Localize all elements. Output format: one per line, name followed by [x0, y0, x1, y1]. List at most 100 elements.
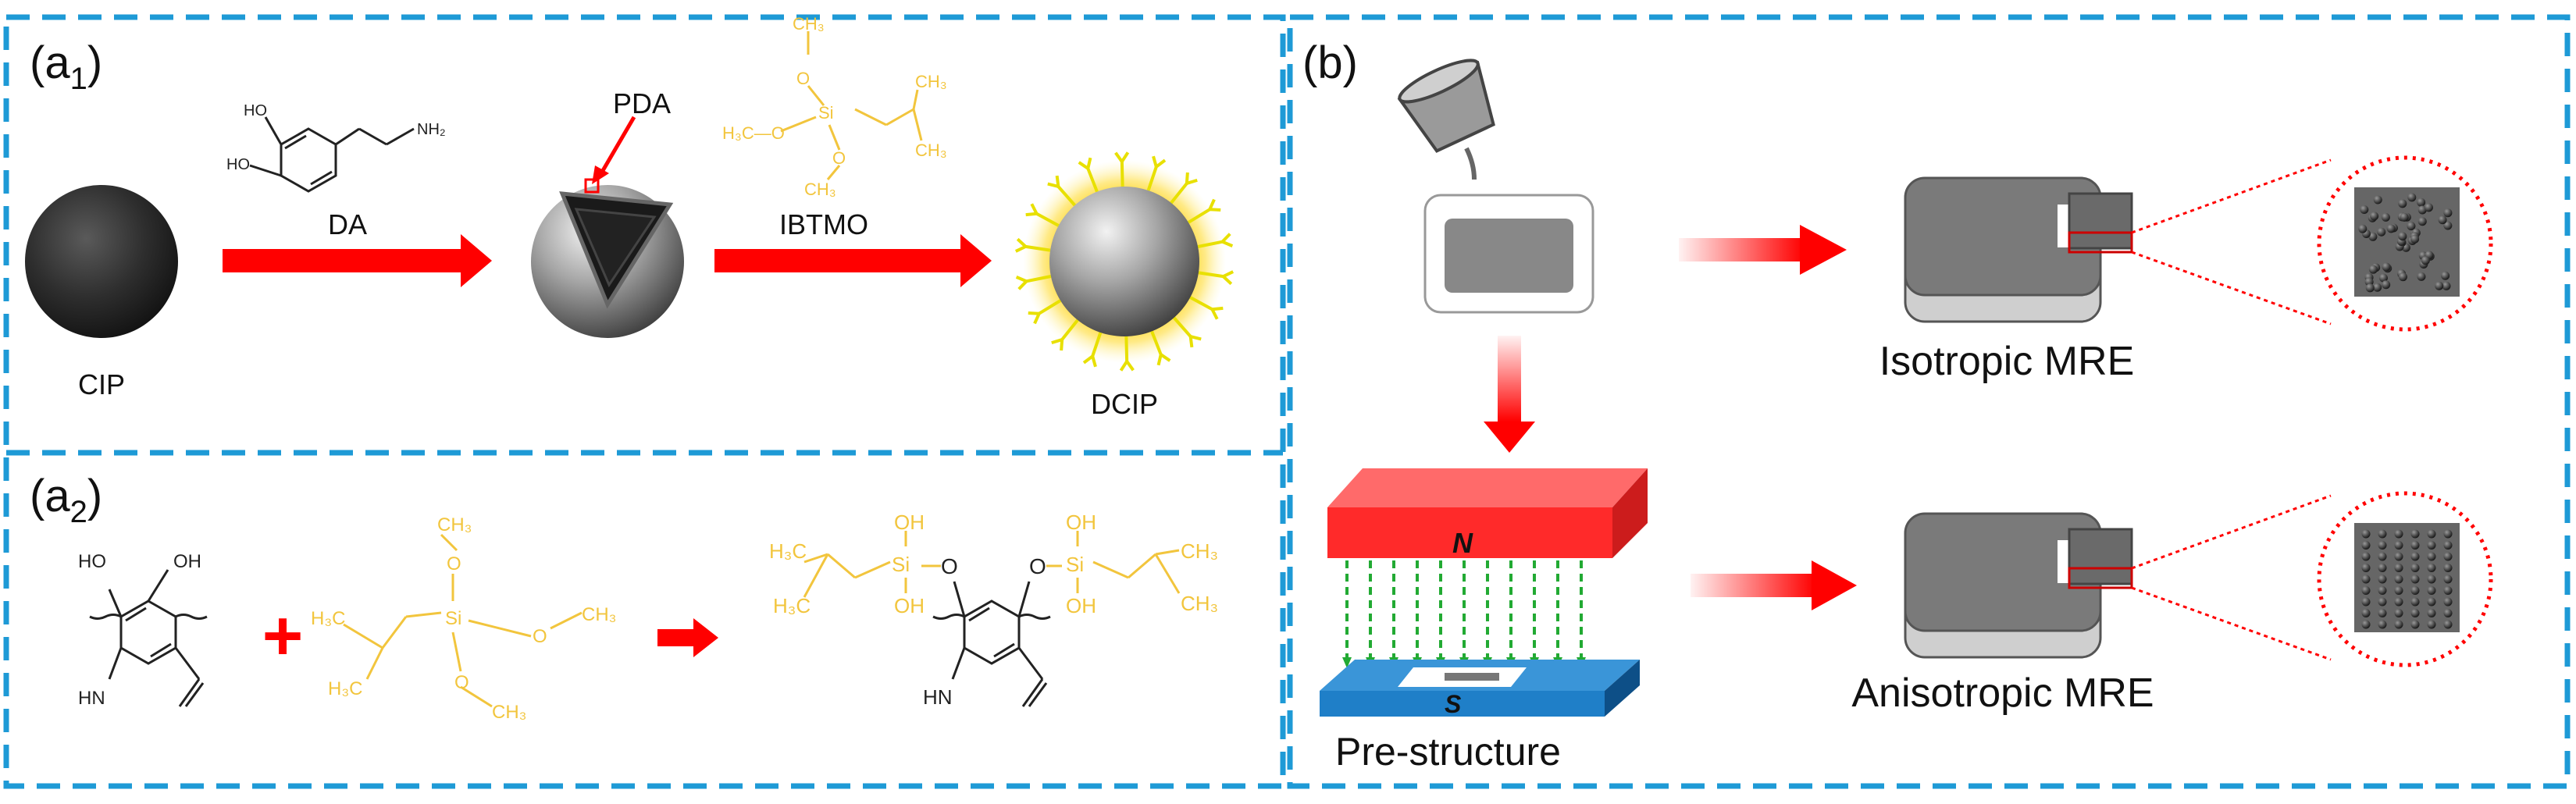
particle [2438, 215, 2447, 225]
particle [2378, 529, 2387, 539]
particle [2427, 552, 2436, 561]
particle [2443, 586, 2453, 595]
panel-a1-label: (a1) [30, 37, 102, 96]
particle [2427, 609, 2436, 617]
ligand [1146, 155, 1167, 191]
particle [2410, 541, 2420, 550]
particle [2435, 281, 2444, 290]
field-line [1459, 560, 1469, 668]
product-oh-d: OH [1066, 594, 1096, 617]
particle [2382, 262, 2391, 272]
pda-label: PDA [613, 87, 671, 119]
ligand [1187, 198, 1221, 224]
anisotropic-sample [1904, 512, 2133, 659]
beaker-icon [1397, 59, 1495, 153]
dopamine-structure [249, 116, 415, 193]
ligand [1051, 318, 1079, 351]
particle [2398, 272, 2407, 282]
field-lines [1342, 560, 1586, 668]
ligand [1114, 151, 1130, 187]
particle [2427, 586, 2436, 595]
plus-sign: + [262, 597, 304, 675]
ligand [1014, 237, 1051, 253]
particle [2378, 541, 2387, 550]
pda-unit-oh: OH [173, 551, 201, 572]
anisotropic-zoom-square [2354, 523, 2460, 632]
isotropic-particles [2358, 193, 2453, 293]
ibtmo-o-top: O [796, 69, 810, 88]
magnet-s: S [1320, 660, 1640, 718]
particle [2443, 541, 2453, 550]
panel-a2-label: (a2) [30, 471, 102, 529]
particle [2443, 564, 2453, 572]
particle [2443, 597, 2453, 607]
ligand [1119, 336, 1135, 372]
particle [2400, 212, 2409, 222]
ibtmo-structure [780, 31, 923, 180]
particle [2368, 232, 2378, 241]
da-nh2: NH₂ [417, 121, 446, 138]
particle [2410, 564, 2420, 572]
anisotropic-zoom-circle [2317, 491, 2493, 667]
particle [2368, 265, 2378, 274]
particle [2361, 529, 2371, 539]
product-ch3-2: CH₃ [1181, 592, 1218, 615]
silane-h3c: H₃C [311, 608, 345, 629]
particle [2427, 620, 2436, 629]
particle [2361, 620, 2371, 629]
pda-pointer [599, 116, 636, 175]
field-line [1506, 560, 1516, 668]
particle [2443, 620, 2453, 629]
cip-label: CIP [78, 368, 125, 400]
particle [2378, 564, 2387, 572]
particle [2442, 281, 2451, 290]
field-line [1553, 560, 1562, 668]
ligand [1015, 275, 1052, 290]
particle [2410, 552, 2420, 561]
particle [2394, 575, 2403, 584]
ibtmo-h3co: H₃C—O [722, 123, 785, 143]
ligand [1198, 270, 1235, 286]
particle [2441, 271, 2450, 280]
field-line [1530, 560, 1539, 668]
particle [2378, 552, 2387, 561]
particle [2398, 199, 2407, 208]
particle [2361, 575, 2371, 584]
ligand [1028, 299, 1062, 325]
particle [2378, 620, 2387, 629]
particle [2378, 597, 2387, 607]
product-oh-a: OH [894, 511, 925, 534]
product-oh-b: OH [894, 594, 925, 617]
particle [2361, 597, 2371, 607]
particle [2427, 564, 2436, 572]
silane-o3: O [454, 672, 469, 693]
product-o-right: O [1029, 554, 1046, 578]
product-ch3-1: CH₃ [1181, 539, 1218, 563]
particle [2427, 541, 2436, 550]
da-ho1: HO [244, 102, 267, 119]
isotropic-zoom-lines [2131, 158, 2332, 326]
particle [2394, 586, 2403, 595]
particle [2421, 256, 2430, 265]
particle [2410, 234, 2420, 244]
anisotropic-zoom-lines [2131, 494, 2332, 661]
cip-particle [25, 185, 178, 338]
product-h3c-2: H₃C [773, 594, 811, 617]
particle [2424, 203, 2433, 212]
ibtmo-ch3-r1: CH₃ [915, 72, 947, 91]
product-si-right: Si [1066, 553, 1084, 576]
arrow-to-isotropic [1679, 225, 1847, 275]
silane-si: Si [445, 608, 461, 629]
isotropic-label: Isotropic MRE [1879, 339, 2135, 384]
particle [2381, 212, 2390, 222]
ligand [1189, 296, 1224, 320]
particle [2394, 620, 2403, 629]
particle [2358, 224, 2368, 233]
particle [2443, 609, 2453, 617]
field-line [1577, 560, 1586, 668]
ibtmo-ch3-top: CH₃ [793, 14, 825, 34]
pda-core [574, 208, 657, 288]
ligand [1197, 233, 1234, 248]
da-label: DA [328, 208, 367, 240]
product-structure: O O HN OH Si OH OH Si OH H₃C H₃C CH₃ CH₃ [769, 511, 1218, 709]
